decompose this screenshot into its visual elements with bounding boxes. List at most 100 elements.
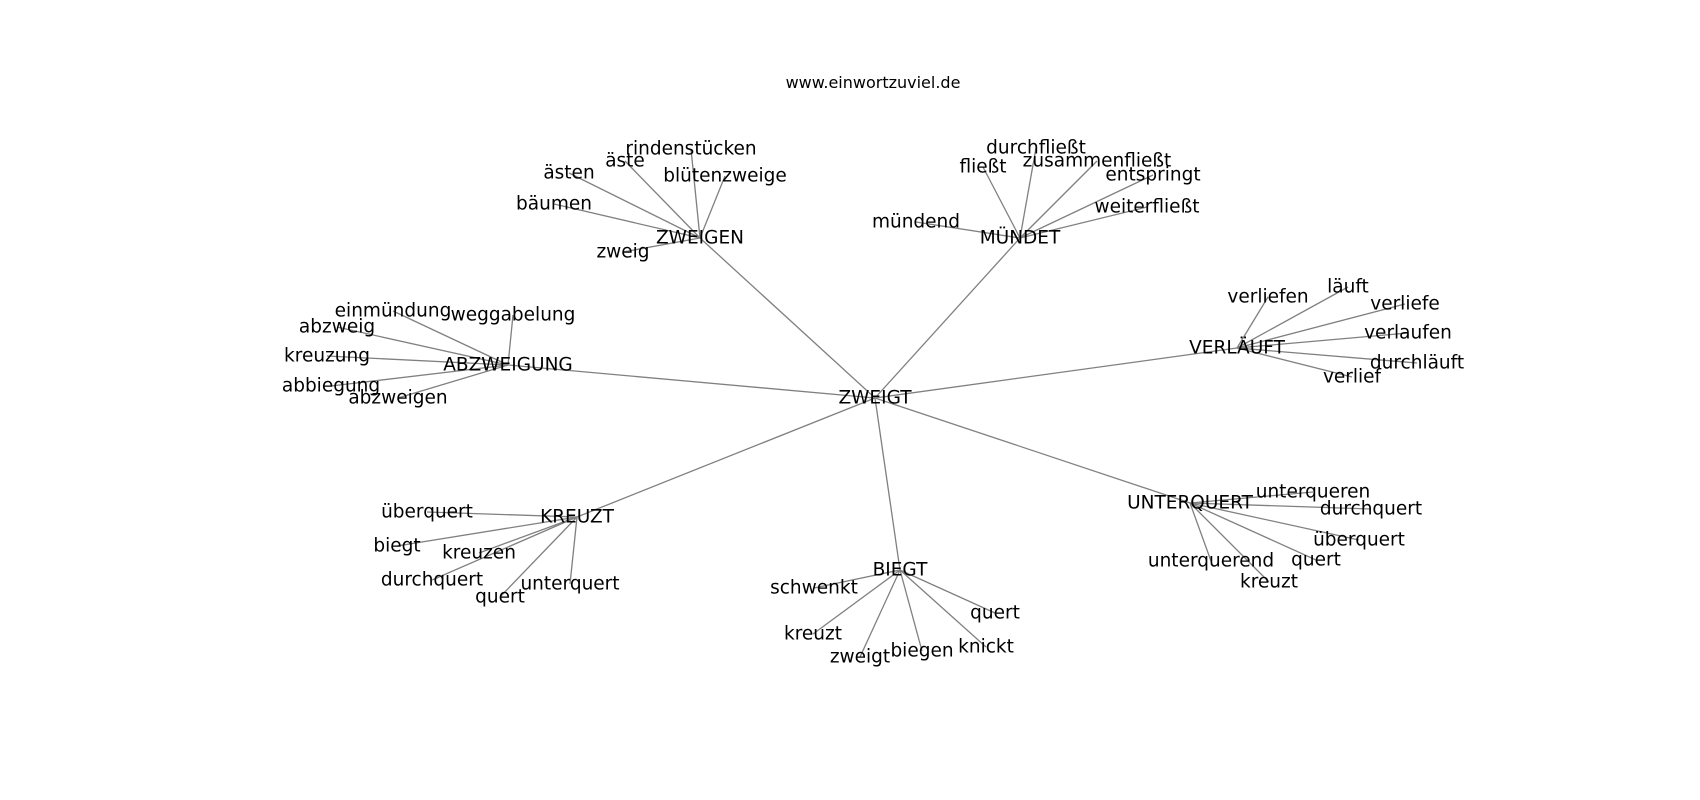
leaf-node-label: quert <box>970 603 1020 624</box>
hub-node-label: UNTERQUERT <box>1127 493 1254 514</box>
leaf-node-label: bäumen <box>516 194 592 215</box>
edge-center-hub <box>874 347 1238 399</box>
leaf-node-label: abzweig <box>299 317 375 338</box>
edge-hub-leaf <box>982 166 1021 239</box>
leaf-node-label: mündend <box>872 212 960 233</box>
edge-center-hub <box>874 397 901 571</box>
leaf-node-label: abbiegung <box>282 376 380 397</box>
leaf-node-label: weggabelung <box>451 305 576 326</box>
leaf-node-label: durchfließt <box>986 138 1086 159</box>
leaf-node-label: unterqueren <box>1256 482 1371 503</box>
edge-hub-leaf <box>1236 332 1409 349</box>
diagram-title: www.einwortzuviel.de <box>786 73 961 92</box>
edge-hub-leaf <box>899 569 996 614</box>
edge-hub-leaf <box>569 516 578 585</box>
edge-hub-leaf <box>622 237 701 253</box>
leaf-node-label: einmündung <box>335 301 452 322</box>
edge-hub-leaf <box>899 569 987 648</box>
leaf-node-label: zweig <box>596 242 649 263</box>
leaf-node-label: kreuzt <box>1240 572 1298 593</box>
edge-hub-leaf <box>1236 286 1349 349</box>
edge-hub-leaf <box>1189 502 1360 541</box>
leaf-node-label: biegt <box>373 536 420 557</box>
leaf-node-label: abzweigen <box>348 388 447 409</box>
leaf-node-label: weiterfließt <box>1095 197 1200 218</box>
edge-hub-leaf <box>1236 347 1353 378</box>
edge-center-hub <box>874 237 1021 399</box>
edge-center-hub <box>576 397 876 518</box>
leaf-node-label: kreuzt <box>784 624 842 645</box>
edge-hub-leaf <box>1189 491 1314 504</box>
leaf-node-label: zweigt <box>830 647 890 668</box>
leaf-node-label: überquert <box>381 502 473 523</box>
hub-node-label: KREUZT <box>540 507 615 528</box>
leaf-node-label: fließt <box>959 157 1006 178</box>
edge-hub-leaf <box>624 160 701 239</box>
leaf-node-label: überquert <box>1313 530 1405 551</box>
leaf-node-label: durchquert <box>381 570 483 591</box>
edge-hub-leaf <box>431 516 578 581</box>
edge-hub-leaf <box>859 569 901 658</box>
leaf-node-label: ästen <box>543 163 594 184</box>
edge-hub-leaf <box>1236 303 1406 349</box>
edge-hub-leaf <box>426 511 578 518</box>
hub-node-label: VERLÄUFT <box>1189 338 1285 359</box>
leaf-node-label: rindenstücken <box>625 139 756 160</box>
leaf-node-label: verlief <box>1323 367 1382 388</box>
edge-hub-leaf <box>899 569 923 652</box>
edge-hub-leaf <box>915 221 1021 239</box>
edge-center-hub <box>507 364 876 399</box>
edge-hub-leaf <box>1189 502 1317 561</box>
hub-node-label: BIEGT <box>873 560 929 581</box>
hub-node-label: ABZWEIGUNG <box>443 355 573 376</box>
edge-hub-leaf <box>1019 174 1154 239</box>
leaf-node-label: verlaufen <box>1364 323 1452 344</box>
leaf-node-label: quert <box>475 587 525 608</box>
leaf-node-label: entspringt <box>1105 165 1200 186</box>
edge-hub-leaf <box>812 569 901 635</box>
edge-hub-leaf <box>553 203 701 239</box>
edge-hub-leaf <box>392 310 509 366</box>
leaf-node-label: knickt <box>958 637 1014 658</box>
edge-hub-leaf <box>1019 160 1098 239</box>
hub-node-label: ZWEIGEN <box>656 228 744 249</box>
edge-hub-leaf <box>690 148 701 239</box>
leaf-node-label: kreuzen <box>442 543 516 564</box>
leaf-node-label: äste <box>605 151 645 172</box>
leaf-node-label: kreuzung <box>284 346 370 367</box>
leaf-node-label: schwenkt <box>770 578 858 599</box>
edge-center-hub <box>699 237 876 399</box>
center-node-label: ZWEIGT <box>838 388 912 409</box>
edge-hub-leaf <box>1189 502 1372 510</box>
leaf-node-label: verliefe <box>1370 294 1440 315</box>
edge-hub-leaf <box>330 364 509 387</box>
hub-node-label: MÜNDET <box>980 227 1061 249</box>
edge-center-hub <box>874 397 1191 504</box>
leaf-node-label: durchquert <box>1320 499 1422 520</box>
edge-hub-leaf <box>396 516 578 547</box>
edges <box>326 147 1418 658</box>
edge-hub-leaf <box>499 516 578 598</box>
edge-hub-leaf <box>1019 147 1037 239</box>
edge-hub-leaf <box>1236 347 1418 364</box>
leaf-node-label: unterquerend <box>1148 551 1274 572</box>
leaf-node-label: durchläuft <box>1370 353 1464 374</box>
edge-hub-leaf <box>397 364 509 399</box>
edge-hub-leaf <box>478 516 578 554</box>
leaf-node-label: zusammenfließt <box>1023 151 1172 172</box>
edge-hub-leaf <box>1189 502 1270 583</box>
leaf-node-label: läuft <box>1327 277 1369 298</box>
leaf-node-label: biegen <box>890 641 953 662</box>
edge-hub-leaf <box>1019 206 1148 239</box>
edge-hub-leaf <box>1236 296 1269 349</box>
edge-hub-leaf <box>326 355 509 366</box>
leaf-node-label: verliefen <box>1227 287 1308 308</box>
edge-hub-leaf <box>507 314 514 366</box>
edge-hub-leaf <box>813 569 901 589</box>
edge-hub-leaf <box>568 172 701 239</box>
leaf-node-label: unterquert <box>520 574 619 595</box>
leaf-node-label: quert <box>1291 550 1341 571</box>
edge-hub-leaf <box>1189 502 1212 562</box>
